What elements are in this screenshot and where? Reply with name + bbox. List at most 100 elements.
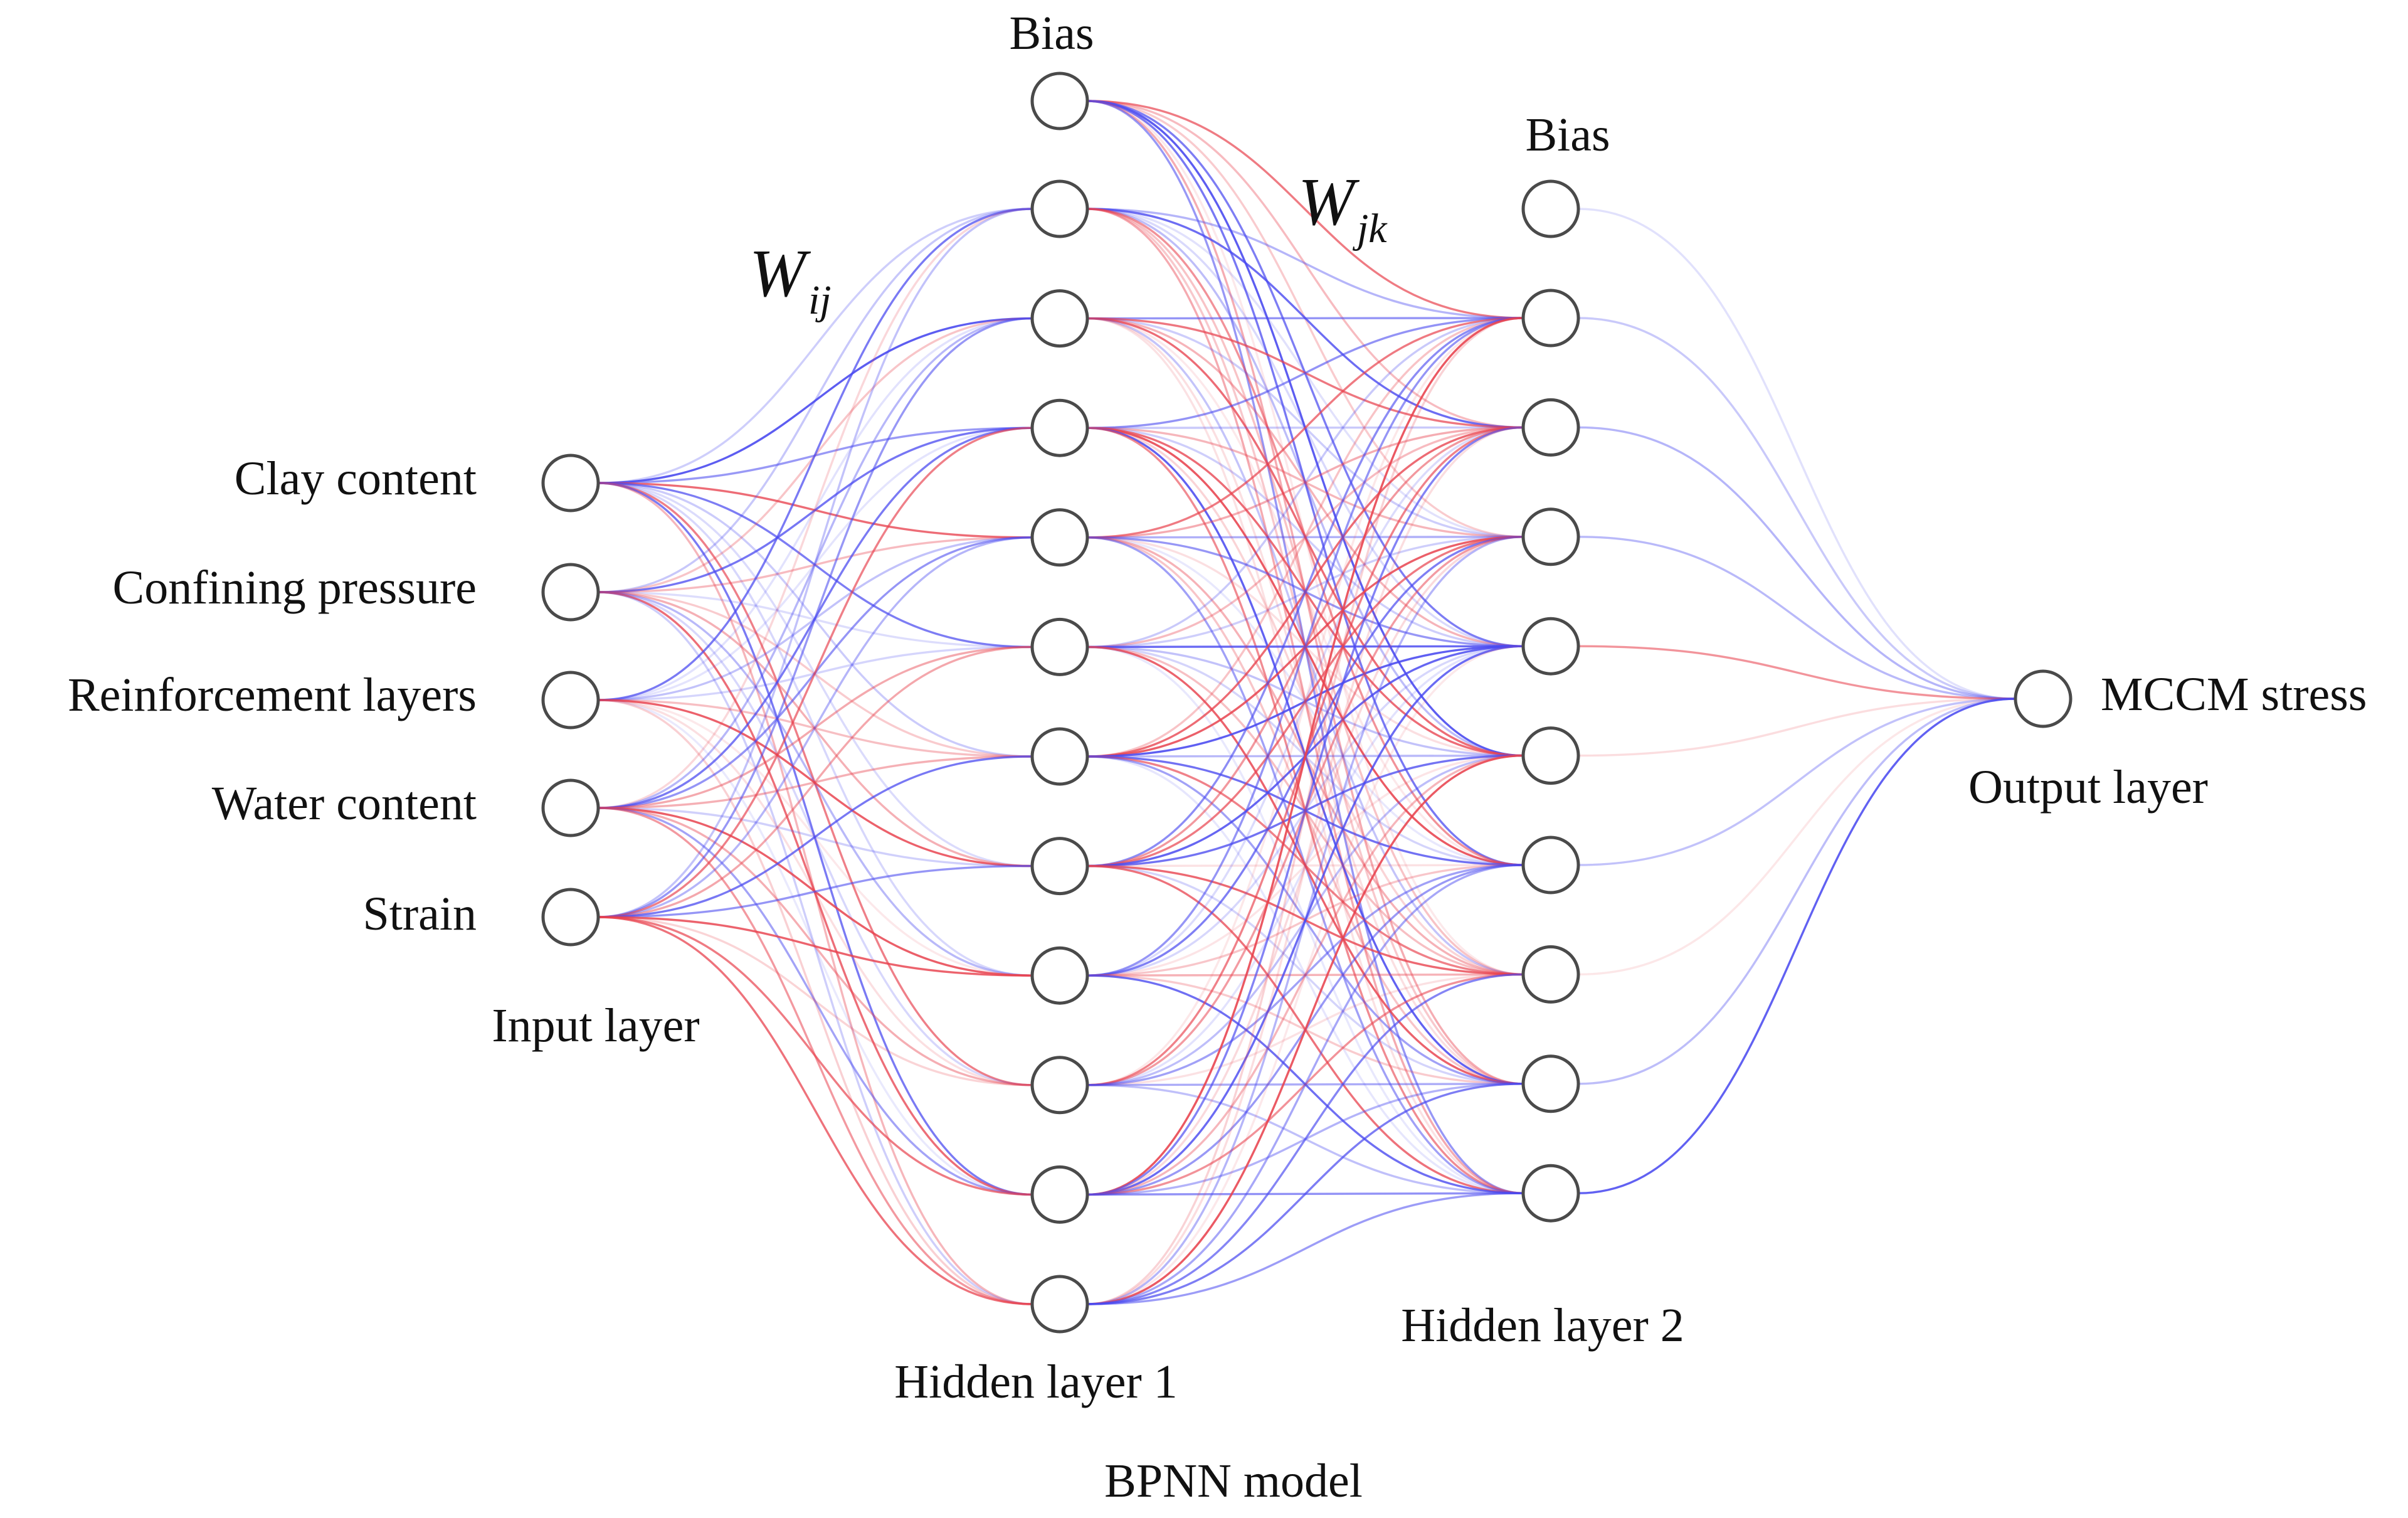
- edge-85: [1087, 427, 1524, 538]
- hidden-layer-2-label: Hidden layer 2: [1401, 1299, 1684, 1352]
- edge-169: [1578, 698, 2016, 757]
- edge-160: [1087, 864, 1524, 1305]
- input-node-2: [541, 563, 600, 622]
- edge-102: [1087, 426, 1524, 649]
- edge-170: [1578, 698, 2016, 866]
- edge-77: [1087, 317, 1524, 647]
- edge-34: [598, 208, 1033, 809]
- edge-15: [598, 536, 1033, 593]
- hidden-2-bias-node: [1521, 179, 1580, 238]
- edge-5: [598, 482, 1033, 649]
- edge-65: [1087, 208, 1524, 319]
- edge-152: [1087, 973, 1524, 1196]
- weight-label-wij: Wij: [749, 236, 832, 323]
- edge-35: [598, 317, 1033, 809]
- edge-121: [1087, 536, 1524, 868]
- edge-57: [1087, 100, 1524, 429]
- hidden-1-node-7: [1030, 837, 1089, 896]
- edge-86: [1087, 427, 1524, 647]
- hidden-2-node-7: [1521, 945, 1580, 1004]
- edge-165: [1578, 317, 2016, 700]
- edge-148: [1087, 536, 1524, 1196]
- edge-161: [1087, 973, 1524, 1305]
- edge-46: [598, 317, 1033, 918]
- edge-146: [1087, 317, 1524, 1196]
- edge-69: [1087, 208, 1524, 757]
- input-label-water-content: Water content: [212, 777, 477, 830]
- edge-173: [1578, 698, 2016, 1194]
- edge-168: [1578, 645, 2016, 700]
- hidden-1-node-2: [1030, 289, 1089, 348]
- hidden-2-node-8: [1521, 1054, 1580, 1113]
- edge-8: [598, 482, 1033, 977]
- edge-2: [598, 317, 1033, 484]
- hidden-1-node-4: [1030, 508, 1089, 567]
- edge-74: [1087, 317, 1524, 320]
- bias-label-hidden-2: Bias: [1525, 109, 1610, 161]
- input-label-reinforcement-layers: Reinforcement layers: [68, 669, 477, 721]
- edge-22: [598, 591, 1033, 1305]
- hidden-1-node-1: [1030, 179, 1089, 238]
- edge-164: [1578, 208, 2016, 700]
- edge-29: [598, 699, 1033, 868]
- edge-53: [598, 916, 1033, 1086]
- edge-55: [598, 916, 1033, 1305]
- input-label-confining-pressure: Confining pressure: [113, 561, 477, 614]
- hidden-2-node-3: [1521, 507, 1580, 566]
- input-label-clay-content: Clay content: [235, 452, 477, 505]
- edge-172: [1578, 698, 2016, 1085]
- edge-129: [1087, 426, 1524, 977]
- hidden-2-node-5: [1521, 726, 1580, 785]
- edge-140: [1087, 645, 1524, 1086]
- edge-149: [1087, 645, 1524, 1196]
- edge-1: [598, 208, 1033, 484]
- edge-132: [1087, 754, 1524, 977]
- edge-54: [598, 916, 1033, 1196]
- diagram-caption: BPNN model: [1104, 1455, 1363, 1507]
- edge-43: [598, 807, 1033, 1196]
- hidden-1-node-8: [1030, 946, 1089, 1005]
- input-node-5: [541, 888, 600, 947]
- bias-label-hidden-1: Bias: [1009, 7, 1094, 60]
- hidden-1-node-9: [1030, 1056, 1089, 1115]
- connection-edges: [598, 100, 2016, 1305]
- edge-51: [598, 864, 1033, 918]
- edge-47: [598, 427, 1033, 918]
- hidden-1-node-3: [1030, 398, 1089, 457]
- edge-28: [598, 699, 1033, 758]
- edge-124: [1087, 864, 1524, 868]
- edge-156: [1087, 426, 1524, 1305]
- edge-171: [1578, 698, 2016, 976]
- edge-157: [1087, 536, 1524, 1305]
- edge-52: [598, 916, 1033, 977]
- edge-137: [1087, 317, 1524, 1086]
- edge-128: [1087, 317, 1524, 977]
- edge-78: [1087, 317, 1524, 757]
- edge-56: [1087, 100, 1524, 319]
- hidden-2-node-6: [1521, 836, 1580, 894]
- edge-116: [1087, 755, 1524, 976]
- weight-label-wjk: Wjk: [1298, 165, 1388, 252]
- edge-147: [1087, 426, 1524, 1196]
- hidden-2-node-9: [1521, 1164, 1580, 1223]
- hidden-1-node-6: [1030, 727, 1089, 786]
- edge-93: [1087, 426, 1524, 539]
- edge-94: [1087, 536, 1524, 539]
- output-label-mccm-stress: MCCM stress: [2101, 668, 2367, 721]
- output-layer-label: Output layer: [1968, 761, 2208, 814]
- edge-39: [598, 755, 1033, 809]
- input-node-4: [541, 778, 600, 837]
- input-node-1: [541, 454, 600, 512]
- edge-21: [598, 591, 1033, 1196]
- hidden-1-node-5: [1030, 617, 1089, 676]
- edge-119: [1087, 317, 1524, 868]
- input-node-3: [541, 671, 600, 730]
- output-node: [2014, 669, 2073, 728]
- edge-167: [1578, 536, 2016, 700]
- edge-83: [1087, 317, 1524, 429]
- edge-61: [1087, 100, 1524, 866]
- hidden-2-node-2: [1521, 398, 1580, 457]
- input-layer-label: Input layer: [492, 999, 699, 1052]
- edge-18: [598, 591, 1033, 868]
